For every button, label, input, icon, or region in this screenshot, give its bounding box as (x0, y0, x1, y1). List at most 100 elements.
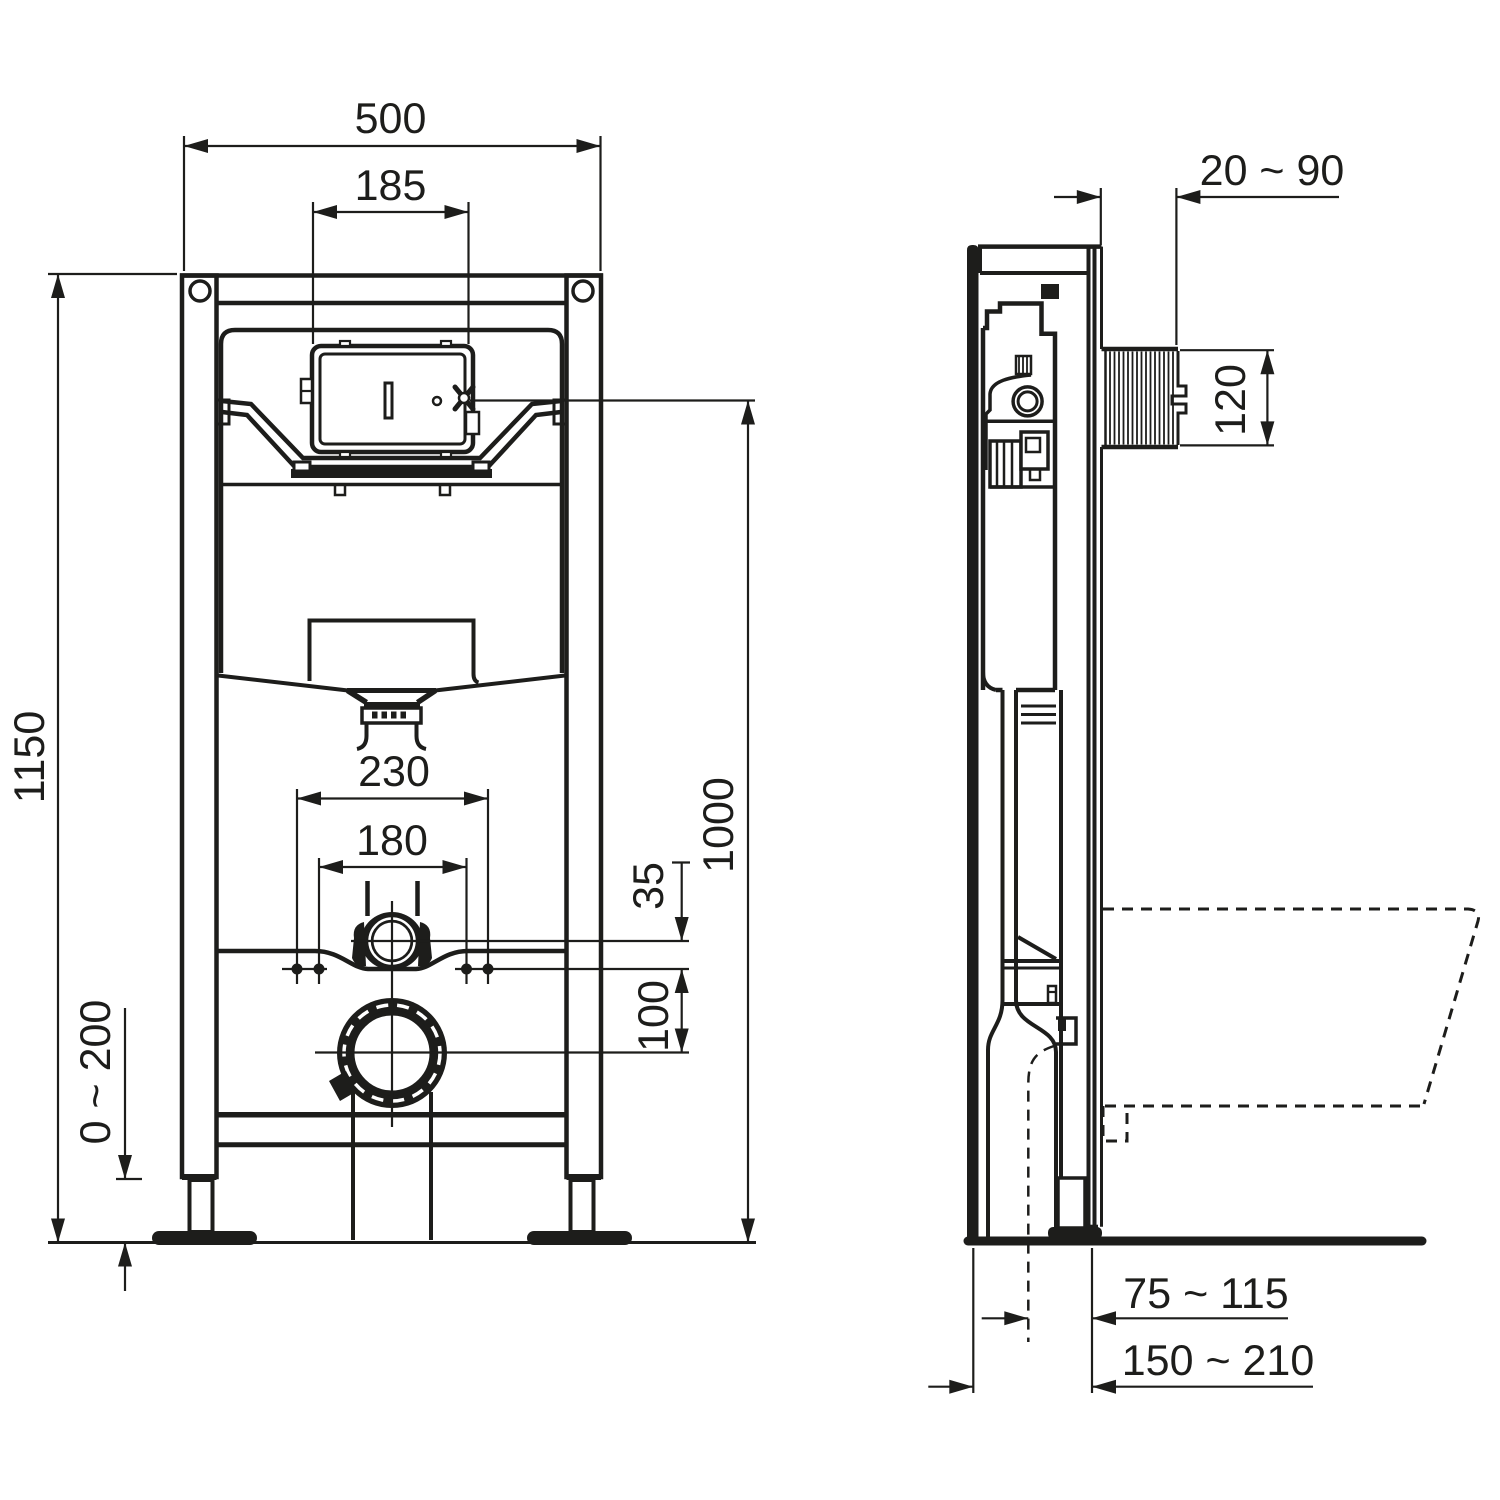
rail-section (1041, 284, 1059, 299)
pipe-centerline-dashed (1027, 1044, 1055, 1342)
flush-pipe-left (356, 723, 369, 751)
dim-outlet-to-front: 75 ~ 115 (972, 1248, 1289, 1393)
bowl-top-and-front (1103, 907, 1480, 1105)
wc-bowl-outline (1101, 907, 1480, 1143)
panel-tab-bottom-right (439, 450, 453, 459)
trough-outer-edge (221, 409, 562, 470)
dim-frame-width: 500 (182, 95, 602, 271)
dim-230-arrow-right (464, 791, 488, 806)
dim-150-210-label: 150 ~ 210 (1122, 1337, 1315, 1385)
supply-connection-side (1011, 385, 1044, 418)
dim-100-label: 100 (630, 980, 678, 1052)
flush-pipe-right (414, 723, 427, 751)
dim-75-115-arrow-left (1004, 1311, 1029, 1326)
side-cistern (980, 301, 1058, 693)
seal-dot-3 (391, 711, 397, 719)
dim-supply-offset: 35 (351, 861, 690, 943)
dim-outlet-to-wall: 150 ~ 210 (928, 1337, 1314, 1394)
dim-foot-adjustment: 0 ~ 200 (72, 1000, 142, 1291)
tank-bottom-left (217, 673, 349, 693)
dim-180-arrow-left (319, 860, 343, 874)
cistern-bottom-corner (981, 671, 997, 692)
dim-1000-arrow-bottom (741, 1218, 755, 1243)
supply-connection-side-inner (1016, 390, 1039, 413)
funnel-left (346, 688, 368, 705)
dim-185-arrow-right (444, 205, 469, 219)
dim-1150-label: 1150 (6, 711, 54, 803)
trough-inner-edge (221, 398, 562, 461)
left-foot-tube (187, 1178, 215, 1234)
cross-fitting-hub (457, 391, 471, 405)
seal-dot-2 (381, 711, 387, 719)
dim-150-210-arrow-left (949, 1379, 974, 1394)
dim-185-label: 185 (355, 162, 427, 210)
dim-wall-finish: 20 ~ 90 (1054, 147, 1344, 345)
dim-100-arrow-up (674, 969, 689, 993)
dim-100-arrow-down (674, 1028, 689, 1053)
dim-1000-label: 1000 (695, 777, 743, 873)
seal-dot-4 (400, 711, 406, 719)
dim-20-90-label: 20 ~ 90 (1200, 147, 1345, 195)
dim-frame-height: 1150 (6, 272, 177, 1243)
side-view: 20 ~ 90 120 75 ~ 115 (928, 147, 1480, 1394)
dim-185-arrow-left (313, 205, 337, 219)
dim-180-arrow-right (442, 860, 467, 874)
front-view: 500 185 1150 (6, 95, 756, 1291)
panel-right-latch (464, 410, 481, 436)
wall-plate (967, 245, 979, 1237)
flush-plate-access-panel (299, 339, 481, 459)
bottom-crossbar (216, 1111, 567, 1148)
dim-120-arrow-down (1260, 421, 1275, 446)
shell-clip-left (292, 460, 312, 473)
panel-slot (383, 381, 394, 420)
panel-cross-fitting (452, 384, 476, 412)
side-foot-plate (1048, 1227, 1102, 1239)
dim-flush-plate-width: 185 (311, 162, 470, 344)
inner-profile (984, 373, 1032, 470)
dim-230-arrow-left (297, 791, 321, 806)
dim-35-arrow (674, 917, 689, 941)
valve-coupling (988, 439, 1023, 489)
valve-bracket-detail (1024, 436, 1042, 454)
valve-assembly (986, 419, 1055, 489)
dim-20-90-arrow-right (1176, 190, 1201, 204)
dim-500-label: 500 (355, 95, 427, 143)
panel-tab-bottom-left (338, 450, 352, 459)
dim-120-arrow-up (1260, 350, 1275, 375)
side-piping (986, 690, 1078, 1342)
dim-sleeve-height: 120 (1180, 349, 1275, 447)
right-foot-tube (568, 1178, 596, 1234)
side-screw (1046, 984, 1058, 1005)
panel-tab-top-left (338, 339, 352, 348)
dim-180-label: 180 (356, 817, 428, 865)
dim-flush-plate-height: 1000 (470, 399, 755, 1243)
valve-bracket-foot (1028, 469, 1042, 482)
front-dimensions: 500 185 1150 (6, 95, 755, 1291)
cistern (216, 327, 567, 751)
funnel-right (415, 688, 438, 705)
dim-20-90-arrow-left (1076, 190, 1101, 204)
dim-75-115-arrow-right (1092, 1311, 1116, 1326)
dim-0-200-arrow-up (118, 1242, 132, 1267)
panel-pin (431, 395, 443, 407)
dim-fixing-outer: 230 (295, 748, 490, 984)
dim-1000-arrow-top (741, 400, 755, 425)
cistern-profile (980, 301, 1058, 693)
supply-nut-wing-left (352, 922, 366, 967)
tank-sump (307, 618, 480, 685)
right-hanger-hole (571, 279, 595, 303)
tank-bottom-right (434, 673, 566, 693)
sleeve-profiled-edge (1170, 351, 1188, 445)
dim-1150-arrow-top (51, 274, 65, 298)
dim-1150-arrow-bottom (51, 1218, 65, 1243)
bowl-stud (1058, 1017, 1066, 1031)
dim-outlet-drop: 100 (315, 969, 689, 1054)
supply-nut-wing-right (418, 922, 432, 967)
frame-rails (179, 273, 604, 1180)
fill-valve-screw (1014, 354, 1033, 376)
left-hanger-hole (188, 279, 212, 303)
cistern-outline (218, 327, 565, 673)
seal-dot-1 (372, 711, 378, 719)
flush-sleeve (1101, 346, 1188, 450)
